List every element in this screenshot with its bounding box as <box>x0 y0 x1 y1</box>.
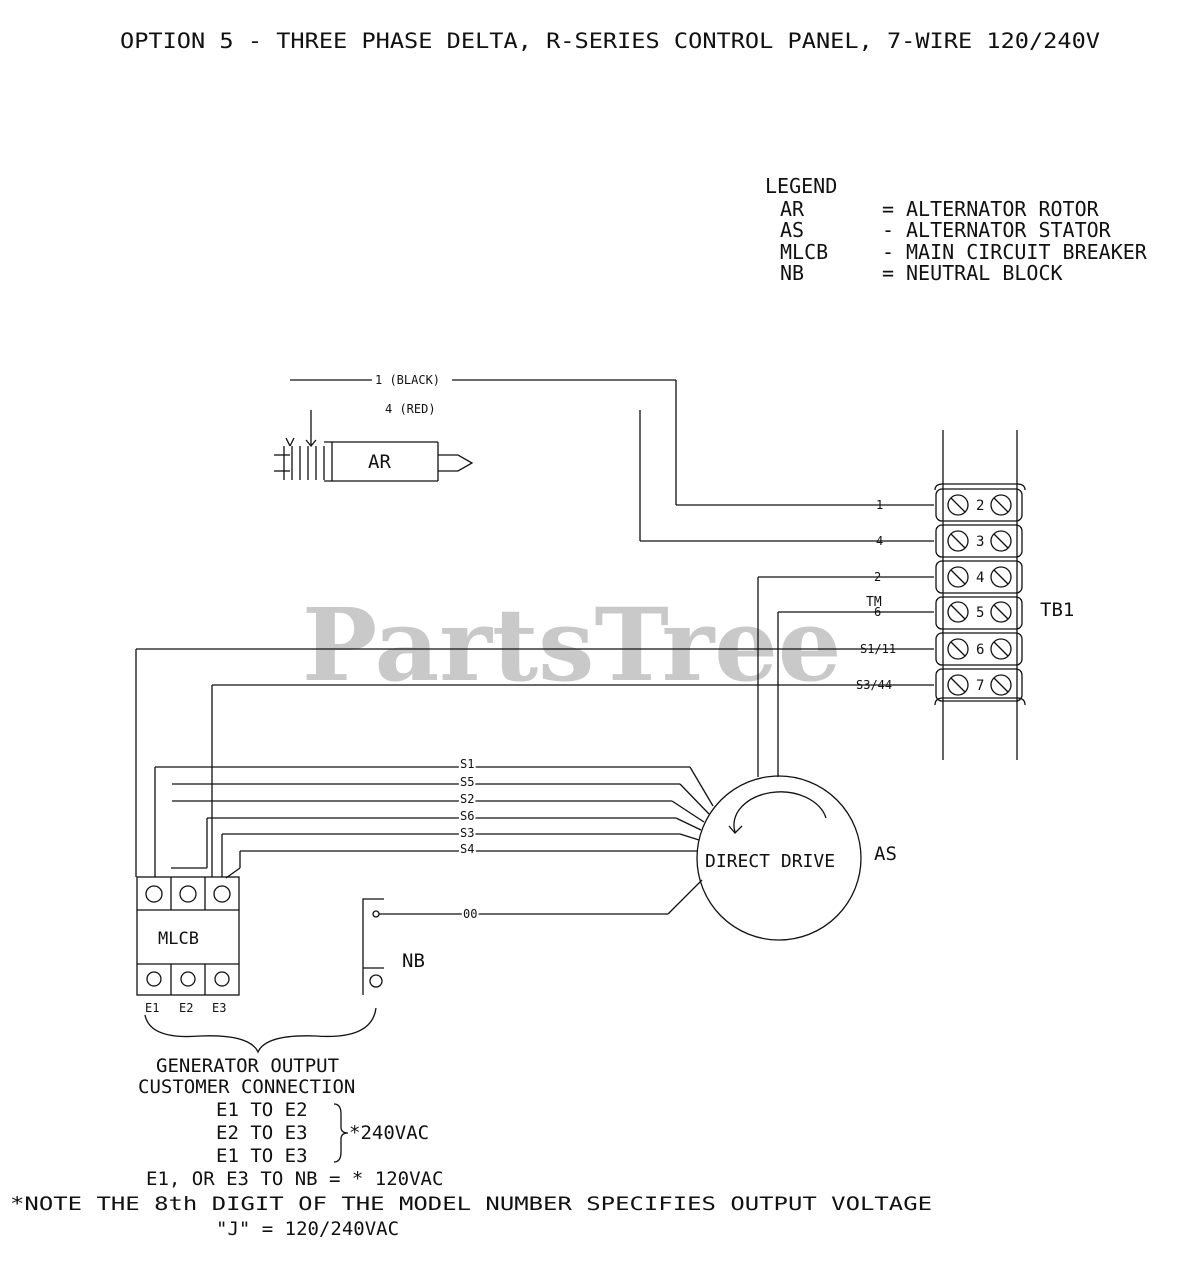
breaker-feed-wires <box>135 648 934 877</box>
stator-center-text: DIRECT DRIVE <box>705 851 835 872</box>
note-line-2: E2 TO E3 <box>216 1122 308 1144</box>
notes-heading-2: CUSTOMER CONNECTION <box>138 1076 355 1098</box>
wire-1-label: 1 (BLACK) <box>375 373 440 387</box>
stator-lead-s3: S3 <box>221 824 700 877</box>
lead-label: S1 <box>460 757 474 771</box>
rotor-label: AR <box>368 451 391 473</box>
connection-notes: GENERATOR OUTPUT CUSTOMER CONNECTION E1 … <box>10 1055 932 1240</box>
voltage-code: "J" = 120/240VAC <box>216 1218 399 1240</box>
legend-code: MLCB <box>780 240 828 264</box>
legend-separator: = <box>882 197 894 221</box>
note-line-3: E1 TO E3 <box>216 1145 308 1167</box>
legend-item-mlcb: MLCB - MAIN CIRCUIT BREAKER <box>780 240 1148 264</box>
lead-label: S3 <box>460 826 474 840</box>
breaker-label: MLCB <box>158 929 199 949</box>
legend: LEGEND AR = ALTERNATOR ROTOR AS - ALTERN… <box>765 174 1148 285</box>
wire-label: 1 <box>876 498 883 512</box>
terminal-block-label: TB1 <box>1040 599 1074 621</box>
neutral-block: NB <box>362 898 425 995</box>
stator-excitation-wires <box>757 576 934 777</box>
legend-description: ALTERNATOR STATOR <box>906 218 1112 242</box>
lead-label: 00 <box>463 907 477 921</box>
terminal-number: 7 <box>976 678 984 694</box>
legend-item-nb: NB = NEUTRAL BLOCK <box>780 261 1063 285</box>
note-line-4: E1, OR E3 TO NB = * 120VAC <box>146 1168 443 1190</box>
lead-label: S4 <box>460 842 474 856</box>
note-line-1: E1 TO E2 <box>216 1099 308 1121</box>
stator-lead-s5: S5 <box>172 773 710 815</box>
legend-description: MAIN CIRCUIT BREAKER <box>906 240 1148 264</box>
terminal-block: TB1 2 1 3 4 4 2 5 6 <box>856 430 1074 760</box>
watermark: PartsTree <box>302 586 842 704</box>
legend-code: NB <box>780 261 804 285</box>
lead-label: S6 <box>460 809 474 823</box>
output-e2: E2 <box>179 1001 193 1015</box>
terminal-7: 7 S3/44 <box>856 668 1023 702</box>
legend-item-as: AS - ALTERNATOR STATOR <box>780 218 1112 242</box>
terminal-number: 6 <box>976 642 984 658</box>
stator-neutral-lead: 00 <box>379 879 703 923</box>
stator-lead-s1: S1 <box>154 755 714 877</box>
brush-assembly <box>274 410 325 480</box>
wire-4-label: 4 (RED) <box>385 402 436 416</box>
legend-description: ALTERNATOR ROTOR <box>906 197 1100 221</box>
legend-heading: LEGEND <box>765 174 837 198</box>
output-voltage-note: *NOTE THE 8th DIGIT OF THE MODEL NUMBER … <box>10 1193 932 1215</box>
terminal-number: 4 <box>976 570 984 586</box>
output-e1: E1 <box>145 1001 159 1015</box>
legend-code: AR <box>780 197 805 221</box>
terminal-number: 5 <box>976 605 984 621</box>
stator-lead-s6: S6 <box>171 807 702 869</box>
legend-separator: = <box>882 261 894 285</box>
terminal-number: 3 <box>976 534 984 550</box>
stator-lead-s2: S2 <box>172 790 705 823</box>
legend-separator: - <box>882 218 894 242</box>
lead-label: S5 <box>460 775 474 789</box>
output-e3: E3 <box>212 1001 226 1015</box>
wire-label: 4 <box>876 534 883 548</box>
watermark-trademark: TM <box>866 595 882 610</box>
legend-description: NEUTRAL BLOCK <box>906 261 1063 285</box>
terminal-3: 3 4 <box>876 524 1023 558</box>
neutral-block-label: NB <box>402 950 425 972</box>
note-bracket <box>333 1103 349 1163</box>
alternator-rotor: 1 (BLACK) 4 (RED) AR <box>274 373 934 542</box>
stator-lead-s4: S4 <box>225 840 698 879</box>
stator-label: AS <box>874 843 897 865</box>
note-voltage-240: *240VAC <box>349 1122 429 1144</box>
terminal-6: 6 S1/11 <box>860 632 1023 666</box>
alternator-stator: DIRECT DRIVE AS S1 S5 S2 S6 <box>154 755 897 941</box>
main-circuit-breaker: MLCB E1 E2 E3 <box>136 876 240 1015</box>
terminal-2: 2 1 <box>876 488 1023 522</box>
legend-code: AS <box>780 218 804 242</box>
legend-item-ar: AR = ALTERNATOR ROTOR <box>780 197 1100 221</box>
terminal-number: 2 <box>976 498 984 514</box>
diagram-title: OPTION 5 - THREE PHASE DELTA, R-SERIES C… <box>120 29 1100 53</box>
legend-separator: - <box>882 240 894 264</box>
notes-heading-1: GENERATOR OUTPUT <box>156 1055 339 1077</box>
output-brace <box>144 1007 377 1054</box>
terminal-5: 5 6 <box>874 596 1023 630</box>
lead-label: S2 <box>460 792 474 806</box>
